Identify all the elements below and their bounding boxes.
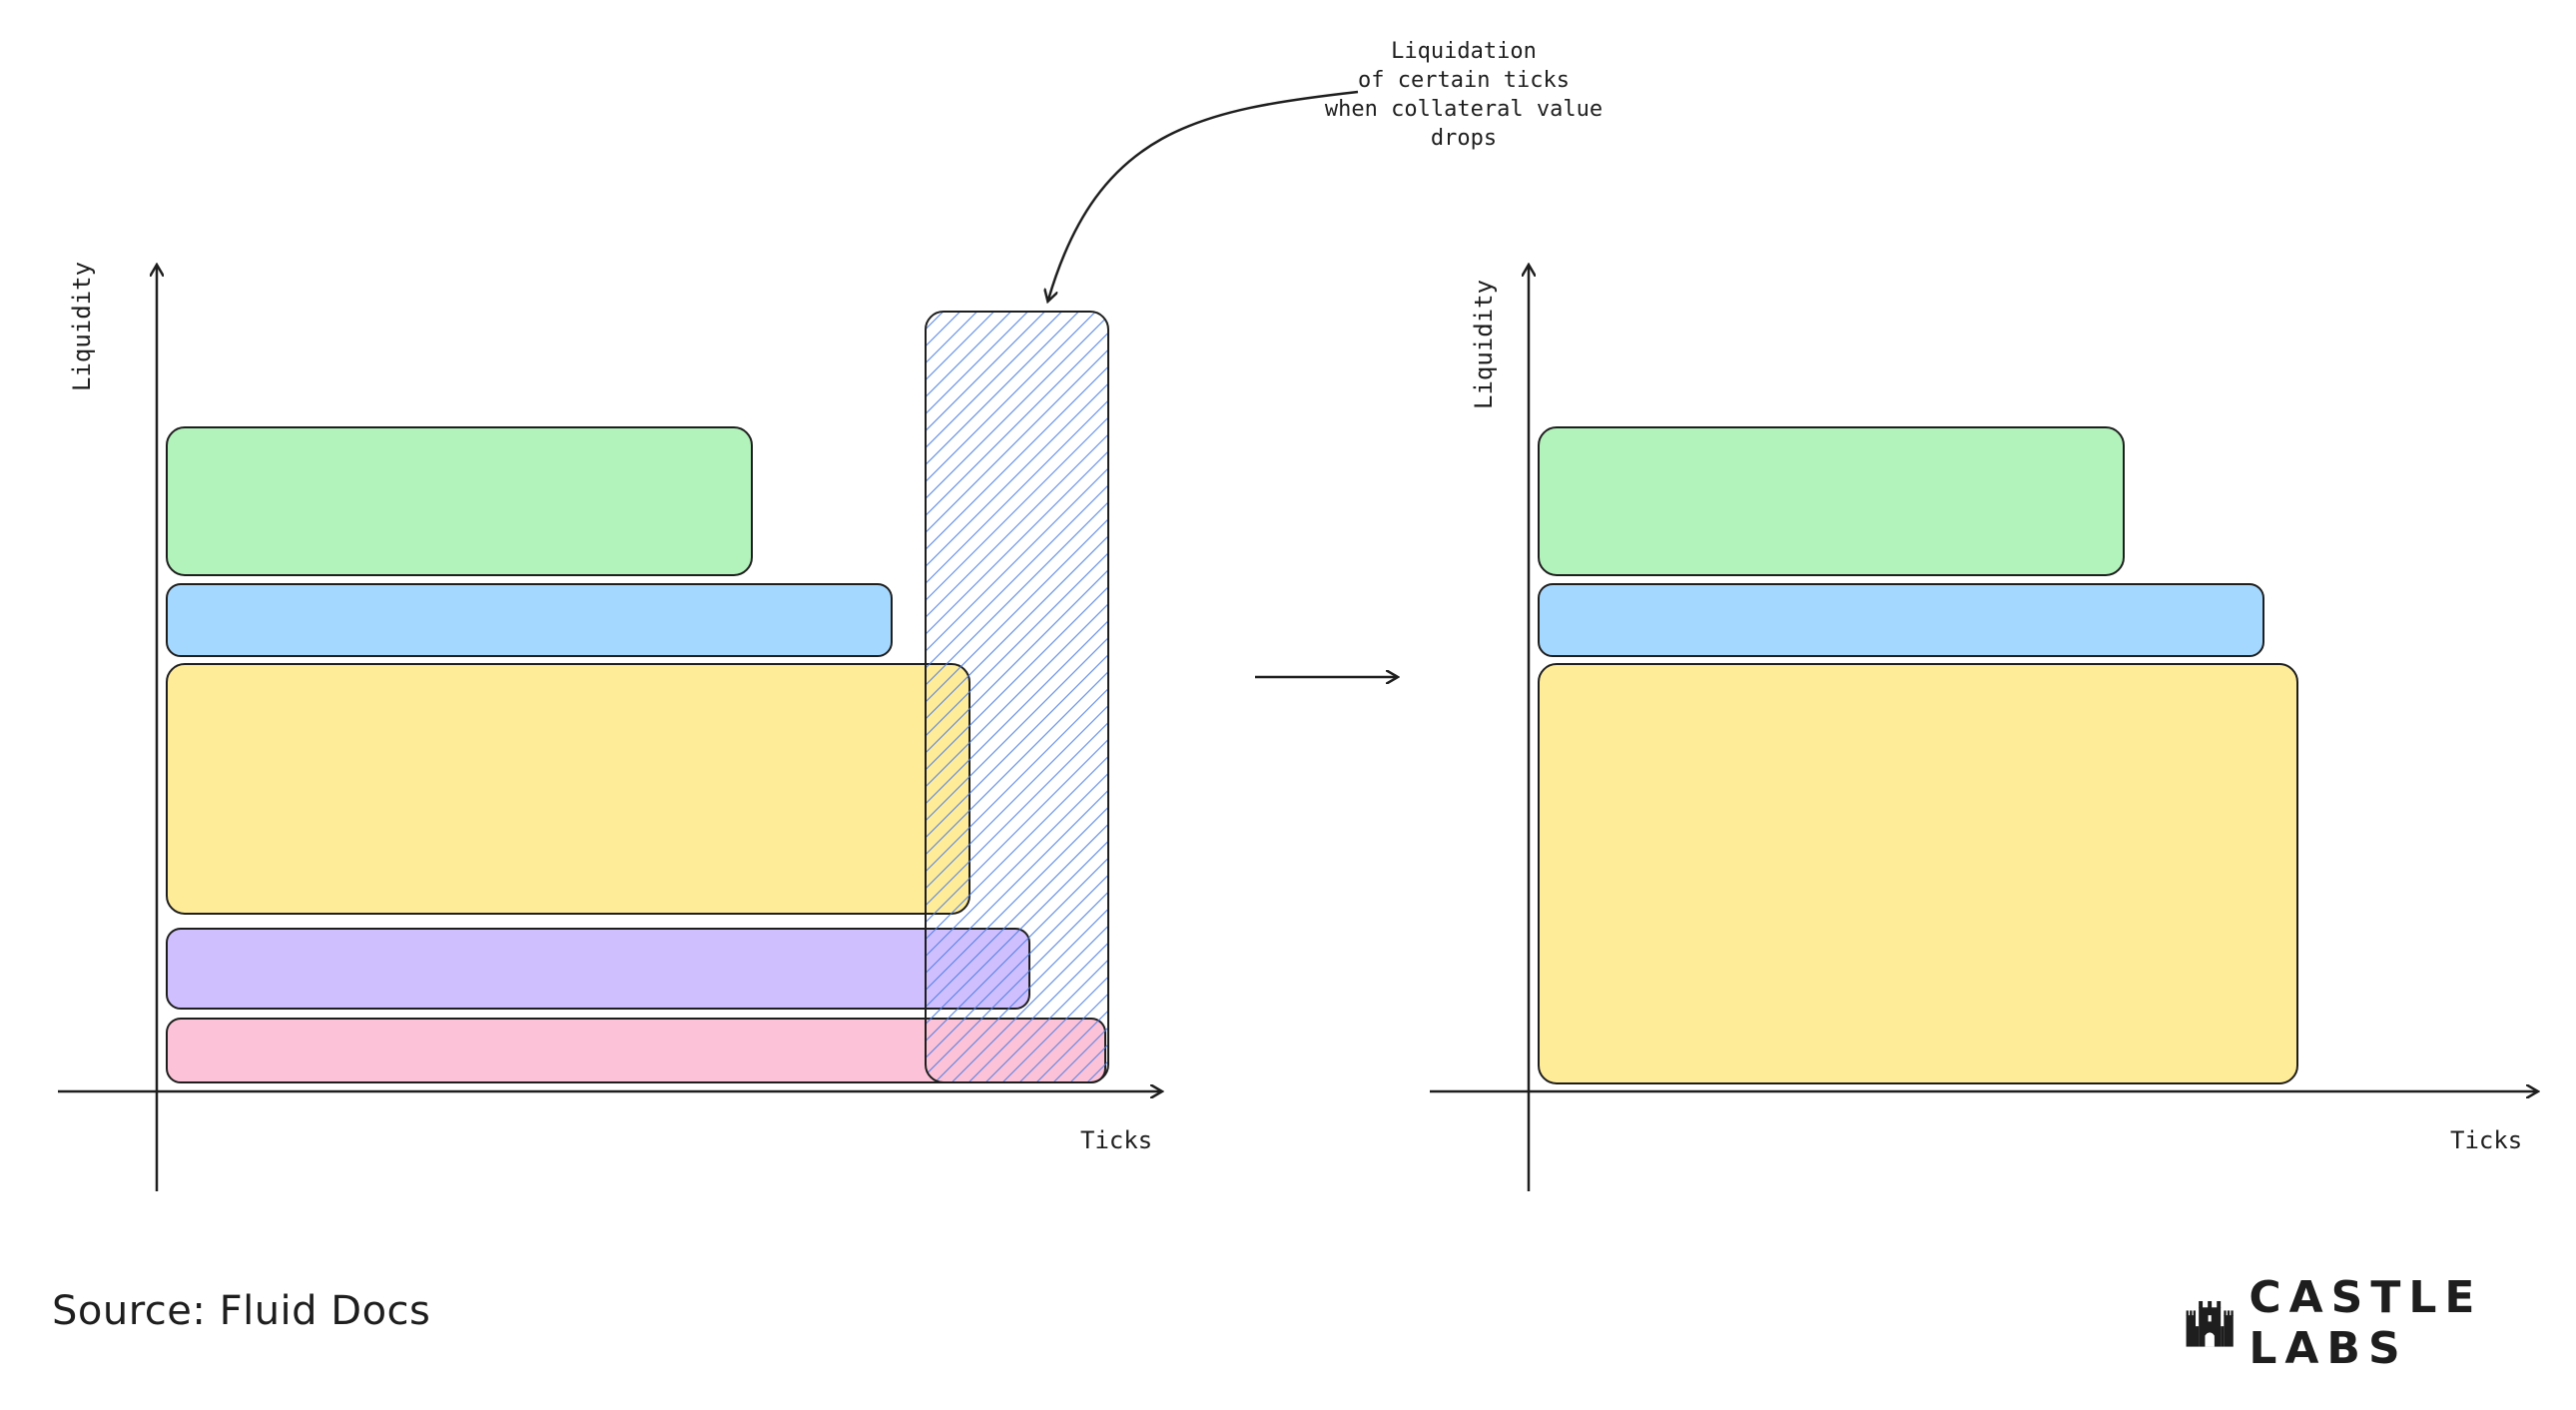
right-y-axis-label: Liquidity <box>1470 280 1498 409</box>
left-band-blue <box>166 583 893 657</box>
right-band-green <box>1538 426 2125 576</box>
right-band-blue <box>1538 583 2264 657</box>
annotation-line-2: of certain ticks <box>1358 68 1570 93</box>
source-caption: Source: Fluid Docs <box>52 1288 431 1334</box>
annotation-line-3: when collateral value <box>1325 97 1603 122</box>
liquidation-zone <box>925 311 1109 1083</box>
liquidation-annotation: Liquidation of certain ticks when collat… <box>1048 39 1603 300</box>
right-panel: Liquidity Ticks <box>1430 267 2536 1191</box>
left-y-axis-label: Liquidity <box>68 262 96 391</box>
left-band-green <box>166 426 753 576</box>
annotation-line-4: drops <box>1431 126 1497 151</box>
brand-logo: CASTLE LABS <box>2185 1272 2576 1374</box>
left-x-axis-label: Ticks <box>1080 1126 1152 1154</box>
annotation-line-1: Liquidation <box>1391 39 1537 64</box>
left-band-yellow <box>166 663 970 915</box>
left-panel: Liquidity Ticks <box>58 262 1160 1191</box>
right-x-axis-label: Ticks <box>2450 1126 2522 1154</box>
castle-icon <box>2186 1300 2234 1347</box>
right-band-yellow <box>1538 663 2298 1084</box>
annotation-arrow <box>1048 90 1359 300</box>
brand-name: CASTLE LABS <box>2249 1272 2483 1374</box>
left-band-purple <box>166 928 1030 1010</box>
